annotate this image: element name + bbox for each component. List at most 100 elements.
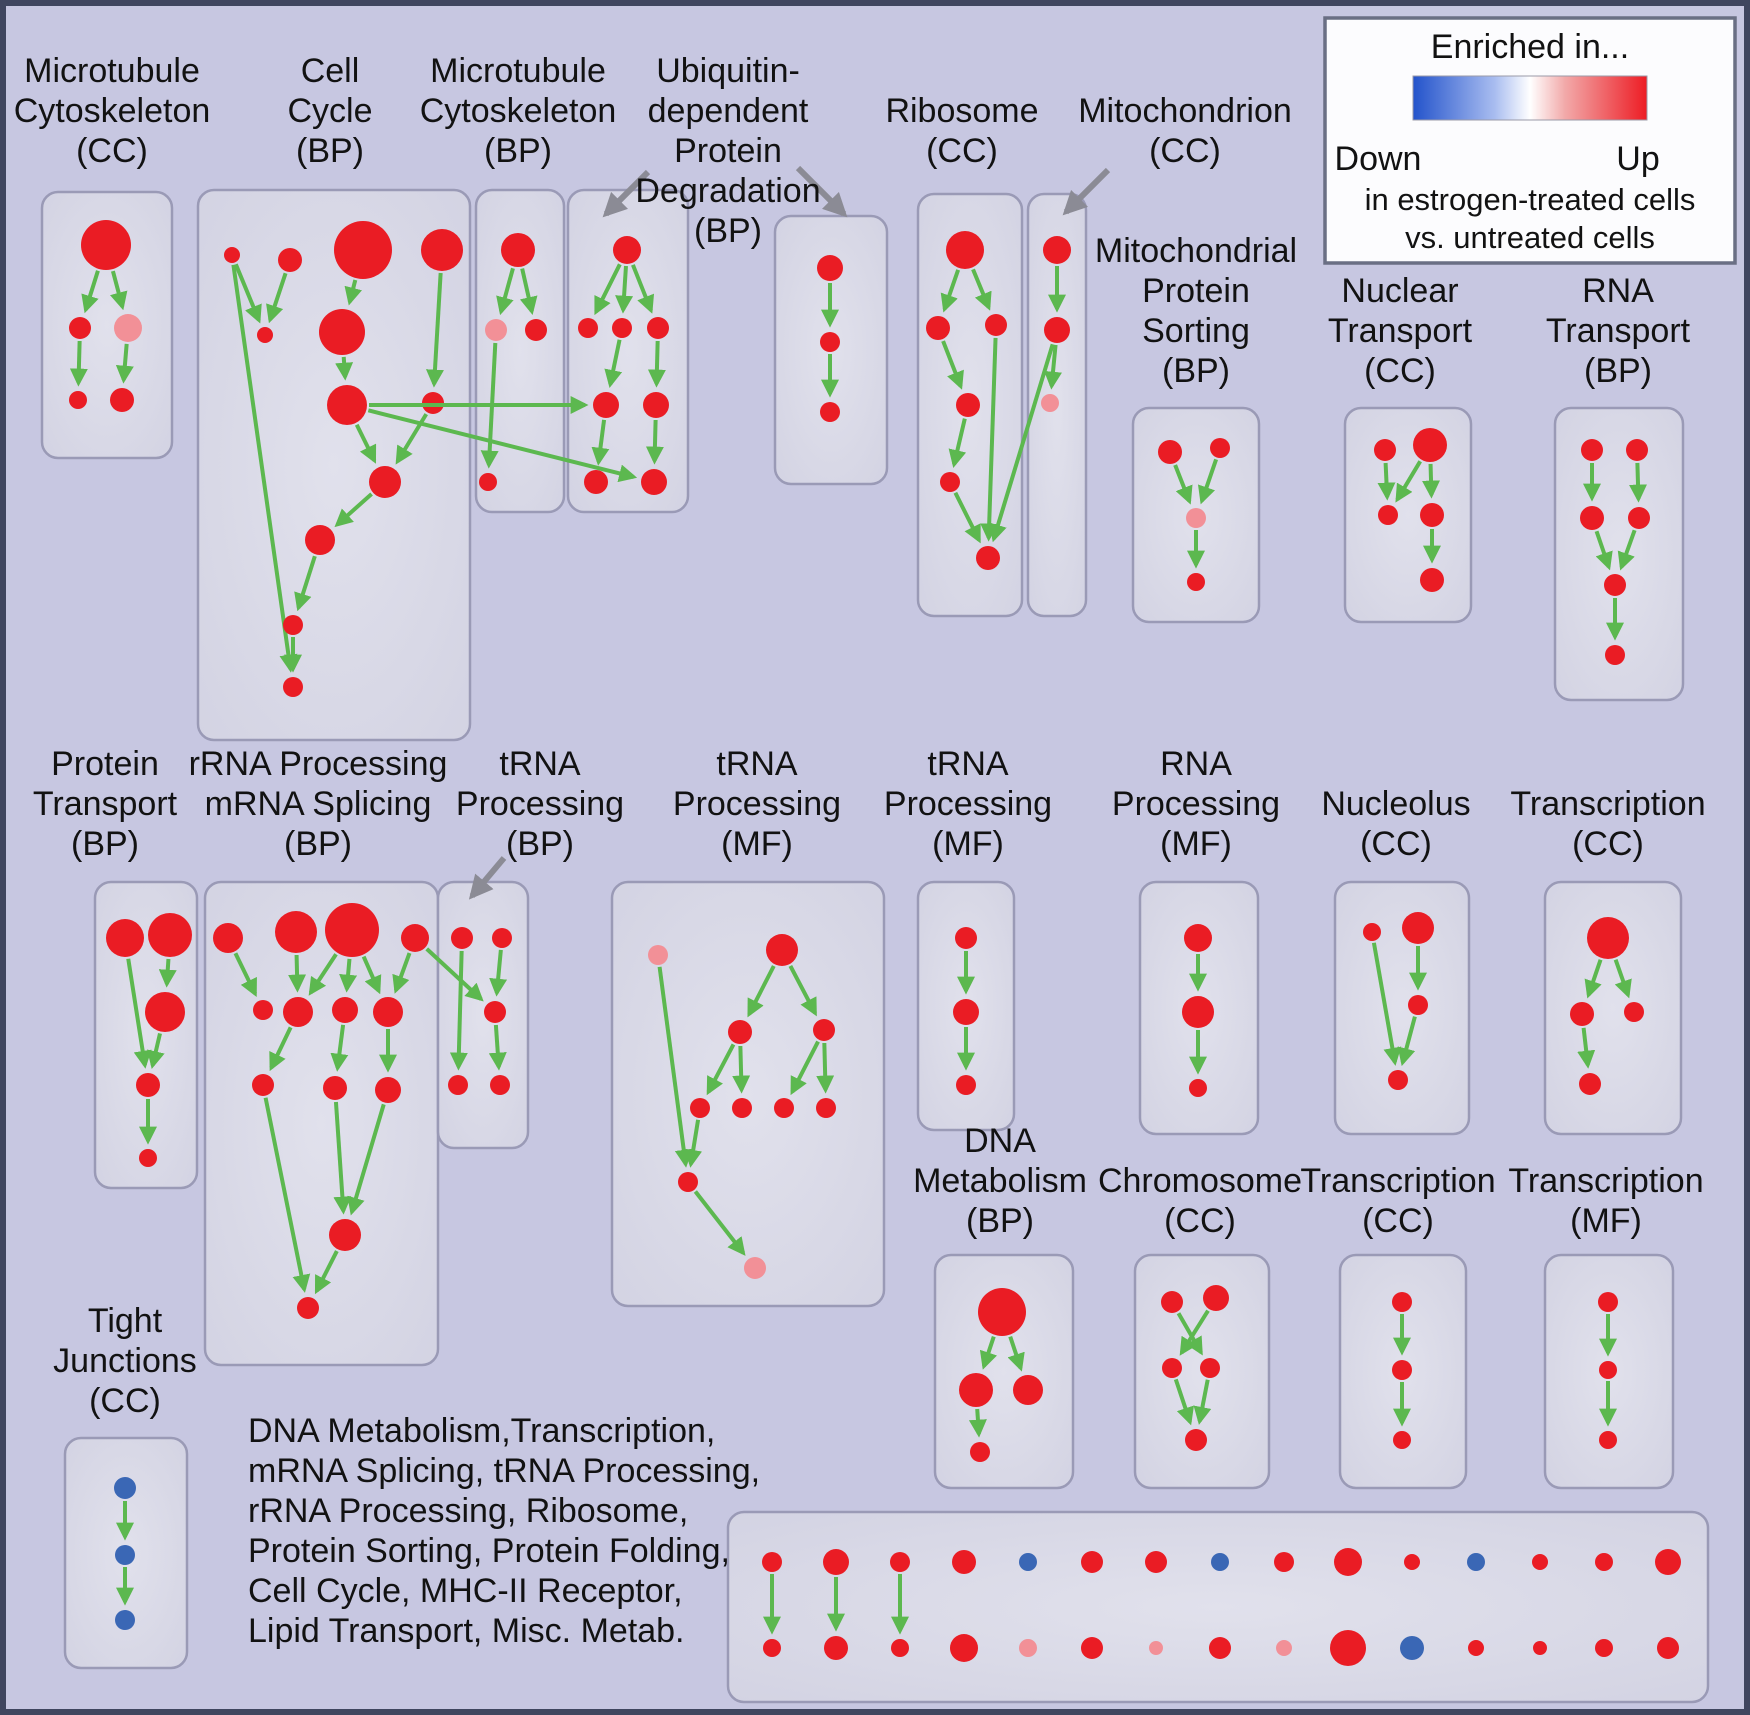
go-term-node bbox=[1628, 507, 1650, 529]
go-term-node bbox=[1162, 1358, 1182, 1378]
go-term-node bbox=[319, 309, 365, 355]
go-term-node bbox=[1013, 1375, 1043, 1405]
go-term-node bbox=[584, 470, 608, 494]
go-term-node bbox=[578, 318, 598, 338]
go-term-node bbox=[1043, 236, 1071, 264]
go-term-node bbox=[501, 233, 535, 267]
go-term-node bbox=[115, 1545, 135, 1565]
cluster-mitochondrial-protein-sorting-bp bbox=[1131, 406, 1261, 624]
edge-arrow bbox=[1422, 463, 1441, 499]
go-term-node bbox=[1404, 1554, 1420, 1570]
go-term-node bbox=[492, 928, 512, 948]
go-term-node bbox=[451, 927, 473, 949]
go-term-node bbox=[1334, 1548, 1362, 1576]
edge-arrow bbox=[1044, 344, 1062, 390]
go-term-node bbox=[1570, 1002, 1594, 1026]
go-term-node bbox=[1533, 1641, 1547, 1655]
edge-arrow bbox=[233, 952, 257, 998]
go-term-node bbox=[959, 1373, 993, 1407]
legend-subtitle-line1: in estrogen-treated cells bbox=[1365, 182, 1696, 217]
label-transcription-mf: Transcription(MF) bbox=[1508, 1162, 1703, 1240]
edge-arrow bbox=[732, 1045, 751, 1094]
go-term-node bbox=[327, 385, 367, 425]
edge-arrow bbox=[1193, 1379, 1212, 1425]
cluster-box bbox=[436, 880, 530, 1150]
edge-arrow bbox=[594, 263, 622, 316]
edge-arrow bbox=[1377, 462, 1396, 501]
go-term-node bbox=[1657, 1637, 1679, 1659]
go-term-node bbox=[253, 1000, 273, 1020]
go-term-node bbox=[1161, 1291, 1183, 1313]
cluster-mixed-go-categories bbox=[726, 1510, 1710, 1704]
go-term-node bbox=[1604, 574, 1626, 596]
go-term-node bbox=[224, 247, 240, 263]
go-term-node bbox=[1532, 1554, 1548, 1570]
callout-arrow bbox=[468, 856, 507, 900]
go-term-node bbox=[647, 317, 669, 339]
go-term-node bbox=[1468, 1640, 1484, 1656]
go-term-node bbox=[484, 1001, 506, 1023]
edge-arrow bbox=[333, 1101, 352, 1215]
legend-title: Enriched in... bbox=[1431, 28, 1629, 66]
go-term-node bbox=[485, 319, 507, 341]
go-term-node bbox=[1598, 1292, 1618, 1312]
edge-arrow bbox=[940, 269, 961, 313]
go-term-node bbox=[1420, 568, 1444, 592]
callout-arrow bbox=[1062, 167, 1111, 216]
go-term-node bbox=[114, 314, 142, 342]
edge-arrow bbox=[425, 272, 444, 388]
cluster-dna-metabolism-bp bbox=[933, 1253, 1075, 1490]
go-term-node bbox=[1041, 394, 1059, 412]
edge-arrow bbox=[647, 340, 666, 388]
go-term-node bbox=[1149, 1641, 1163, 1655]
go-term-node bbox=[1579, 1073, 1601, 1095]
go-term-node bbox=[1200, 1358, 1220, 1378]
go-term-node bbox=[1330, 1630, 1366, 1666]
go-term-node bbox=[648, 945, 668, 965]
go-term-node bbox=[813, 1019, 835, 1041]
label-chromosome-cc: Chromosome(CC) bbox=[1098, 1162, 1302, 1240]
go-term-node bbox=[1408, 995, 1428, 1015]
cluster-nuclear-transport-cc bbox=[1343, 406, 1473, 624]
go-term-node bbox=[1211, 1553, 1229, 1571]
go-term-node bbox=[1081, 1637, 1103, 1659]
go-term-node bbox=[1158, 440, 1182, 464]
go-term-node bbox=[820, 332, 840, 352]
edge-arrow bbox=[347, 1103, 386, 1216]
go-term-node bbox=[275, 911, 317, 953]
cluster-cell-cycle-bp bbox=[196, 188, 472, 742]
go-term-node bbox=[1276, 1640, 1292, 1656]
edge-arrow bbox=[980, 337, 999, 542]
legend: Enriched in... Down Up in estrogen-treat… bbox=[1323, 16, 1737, 265]
go-term-node bbox=[490, 1075, 510, 1095]
cluster-transcription-cc-2 bbox=[1338, 1253, 1468, 1490]
cluster-ribosome-cc bbox=[916, 192, 1024, 618]
edge-arrow bbox=[496, 267, 515, 316]
go-term-node bbox=[1210, 438, 1230, 458]
go-term-node bbox=[148, 913, 192, 957]
go-term-node bbox=[1019, 1553, 1037, 1571]
edge-arrow bbox=[1197, 458, 1219, 505]
go-term-node bbox=[612, 318, 632, 338]
go-term-node bbox=[448, 1075, 468, 1095]
edge-arrow bbox=[425, 947, 484, 1002]
cluster-rna-processing-mf bbox=[1138, 880, 1260, 1136]
go-term-node bbox=[953, 999, 979, 1025]
edge-arrow bbox=[1577, 1027, 1596, 1069]
go-term-node bbox=[136, 1073, 160, 1097]
go-term-node bbox=[1599, 1361, 1617, 1379]
go-term-node bbox=[1145, 1551, 1167, 1573]
go-term-node bbox=[375, 1077, 401, 1103]
clusters-layer bbox=[40, 188, 1710, 1704]
go-term-node bbox=[1081, 1551, 1103, 1573]
edge-arrow bbox=[81, 270, 100, 314]
edge-arrow bbox=[449, 950, 468, 1071]
edge-arrow bbox=[1007, 1336, 1025, 1372]
